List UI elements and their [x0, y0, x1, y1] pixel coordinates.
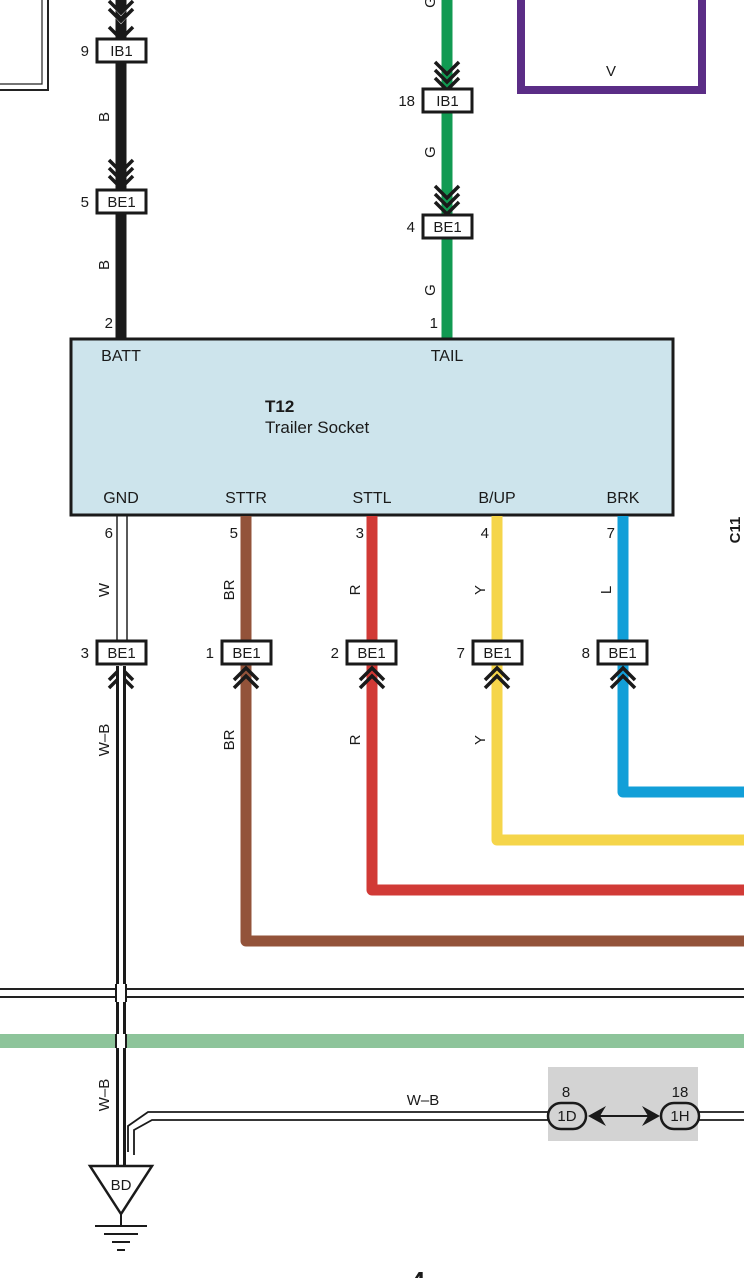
terminal-batt: BATT — [101, 348, 141, 365]
svg-text:W–B: W–B — [407, 1092, 440, 1109]
terminal-bup: B/UP — [478, 490, 515, 507]
chevron-up-icon — [232, 665, 260, 690]
terminal-gnd: GND — [103, 490, 139, 507]
svg-text:18: 18 — [398, 93, 415, 110]
purple-circuit-box: V — [517, 0, 706, 94]
svg-text:BE1: BE1 — [608, 645, 636, 662]
pin-number: 3 — [356, 525, 364, 542]
partial-box-left — [0, 0, 49, 91]
wire-gnd-w-b-crossing — [115, 984, 127, 1048]
wire-gnd-white — [116, 516, 128, 641]
terminal-sttr: STTR — [225, 490, 267, 507]
pin-number: 6 — [105, 525, 113, 542]
connector-ib1-black: IB1 9 — [81, 37, 148, 64]
component-name: Trailer Socket — [265, 418, 370, 437]
connector-be1-brk: BE1 8 — [582, 639, 649, 666]
svg-text:1H: 1H — [670, 1108, 689, 1125]
terminal-sttl: STTL — [352, 490, 391, 507]
chevron-up-icon — [358, 665, 386, 690]
wire-color-label: Y — [472, 735, 489, 745]
wire-color-label: G — [422, 284, 439, 296]
arrow-right-icon — [642, 1106, 660, 1126]
svg-text:2: 2 — [331, 645, 339, 662]
chevron-down-icon — [107, 158, 135, 191]
svg-text:7: 7 — [457, 645, 465, 662]
svg-text:18: 18 — [672, 1084, 689, 1101]
svg-text:IB1: IB1 — [436, 93, 459, 110]
terminal-brk: BRK — [607, 490, 640, 507]
connector-be1-sttl: BE1 2 — [331, 639, 398, 666]
trailer-socket-component: BATT TAIL T12 Trailer Socket GND STTR ST… — [69, 337, 675, 517]
svg-text:BE1: BE1 — [483, 645, 511, 662]
wire-color-label: B — [96, 112, 113, 122]
wire-sttl-red — [366, 516, 744, 896]
connector-be1-sttr: BE1 1 — [206, 639, 273, 666]
svg-text:IB1: IB1 — [110, 43, 133, 60]
bus-lines — [0, 988, 744, 1048]
pin-number: 2 — [105, 315, 113, 332]
purple-wire-label: V — [606, 63, 616, 80]
wire-brk-blue — [617, 516, 744, 798]
wire-color-label: W–B — [96, 724, 113, 757]
wire-bup-yellow — [491, 516, 744, 846]
wire-color-label: Y — [472, 585, 489, 595]
wire-color-label: R — [347, 734, 364, 745]
connector-be1-gnd: BE1 3 — [81, 639, 148, 666]
wire-color-label: L — [598, 586, 615, 594]
wire-color-label: B — [96, 260, 113, 270]
chevron-up-icon — [483, 665, 511, 690]
connector-ib1-green: IB1 18 — [398, 87, 474, 114]
svg-text:BD: BD — [111, 1177, 132, 1194]
ground-point-bd: BD — [87, 1164, 155, 1251]
wire-color-label: R — [347, 584, 364, 595]
svg-text:9: 9 — [81, 43, 89, 60]
connector-be1-black: BE1 5 — [81, 188, 148, 215]
svg-text:BE1: BE1 — [357, 645, 385, 662]
component-id: T12 — [265, 397, 294, 416]
svg-text:1: 1 — [206, 645, 214, 662]
terminal-tail: TAIL — [431, 348, 464, 365]
wire-color-label: G — [422, 0, 439, 8]
chevron-up-icon — [609, 665, 637, 690]
side-label: C11 — [727, 517, 744, 544]
svg-text:BE1: BE1 — [232, 645, 260, 662]
pin-number: 5 — [230, 525, 238, 542]
pin-number: 4 — [481, 525, 489, 542]
svg-text:BE1: BE1 — [107, 194, 135, 211]
junction-connector: 8 18 1D 1H — [546, 1067, 701, 1141]
svg-text:5: 5 — [81, 194, 89, 211]
connector-be1-bup: BE1 7 — [457, 639, 524, 666]
wire-w-b-horizontal: W–B — [127, 1092, 744, 1155]
svg-text:3: 3 — [81, 645, 89, 662]
pin-number: 1 — [430, 315, 438, 332]
pin-number: 7 — [607, 525, 615, 542]
connector-be1-green: BE1 4 — [407, 213, 474, 240]
wire-color-label: BR — [221, 579, 238, 600]
arrow-left-icon — [588, 1106, 606, 1126]
wire-color-label: BR — [221, 729, 238, 750]
svg-text:8: 8 — [562, 1084, 570, 1101]
wire-color-label: G — [422, 146, 439, 158]
svg-text:1D: 1D — [557, 1108, 576, 1125]
page-number-fragment: 4 — [411, 1266, 426, 1278]
svg-text:BE1: BE1 — [107, 645, 135, 662]
wire-color-label: W — [96, 582, 113, 597]
wire-color-label: W–B — [96, 1079, 113, 1112]
svg-text:4: 4 — [407, 219, 415, 236]
svg-text:BE1: BE1 — [433, 219, 461, 236]
svg-text:8: 8 — [582, 645, 590, 662]
